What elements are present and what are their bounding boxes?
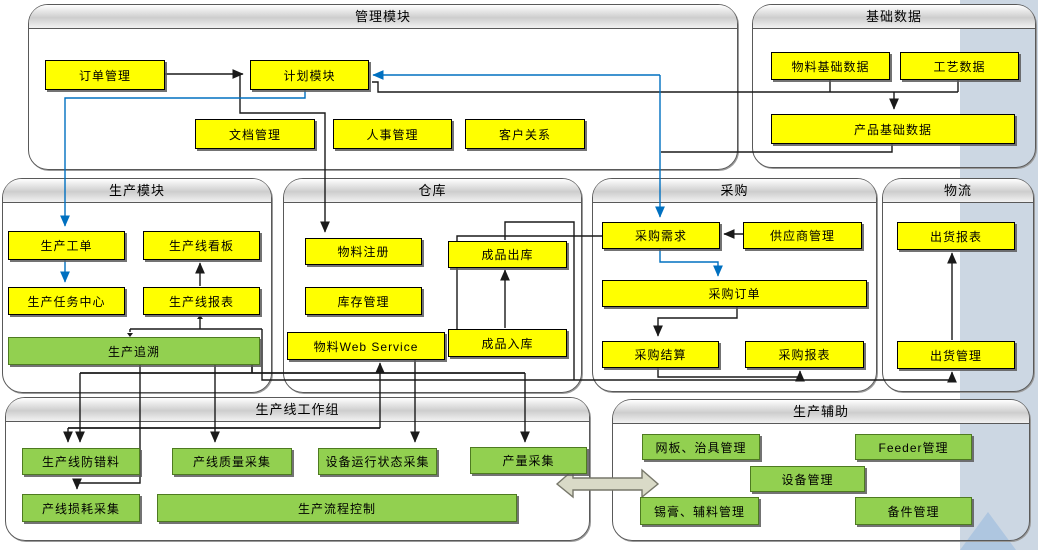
box-order-mgmt: 订单管理	[45, 60, 165, 90]
box-feeder-mgmt: Feeder管理	[855, 434, 972, 460]
panel-warehouse-title: 仓库	[284, 179, 581, 203]
box-output-collect: 产量采集	[470, 447, 587, 474]
box-customer-relations: 客户关系	[465, 119, 585, 149]
box-supplier-mgmt: 供应商管理	[743, 222, 862, 249]
box-production-workorder: 生产工单	[8, 231, 125, 260]
box-line-loss-collect: 产线损耗采集	[22, 494, 140, 522]
box-equipment-mgmt: 设备管理	[750, 466, 865, 492]
box-solder-paste-mgmt: 锡膏、辅料管理	[640, 497, 759, 525]
wire-plan-to-workorder	[60, 88, 306, 227]
panel-production-aux: 生产辅助	[612, 399, 1030, 541]
wire-basedata-to-plan	[372, 78, 959, 93]
box-purchase-demand: 采购需求	[602, 222, 720, 249]
box-doc-mgmt: 文档管理	[195, 119, 315, 149]
box-plan-module: 计划模块	[250, 60, 369, 90]
box-process-control: 生产流程控制	[157, 494, 517, 522]
box-shipping-mgmt: 出货管理	[897, 341, 1015, 369]
panel-purchase: 采购	[592, 178, 877, 392]
box-hr-mgmt: 人事管理	[333, 119, 452, 149]
panel-line-workgroup: 生产线工作组	[5, 397, 590, 541]
box-line-kanban: 生产线看板	[143, 231, 260, 260]
panel-purchase-title: 采购	[593, 179, 876, 203]
box-finished-inbound: 成品入库	[448, 329, 567, 357]
wire-trace-to-loss-collect	[72, 363, 141, 490]
box-process-data: 工艺数据	[900, 52, 1019, 80]
box-finished-outbound: 成品出库	[448, 241, 567, 268]
wire-settlement-to-report	[657, 366, 805, 382]
box-shipping-report: 出货报表	[897, 222, 1015, 250]
panel-logistics: 物流	[882, 178, 1034, 392]
panel-management: 管理模块	[28, 4, 738, 170]
panel-line-workgroup-title: 生产线工作组	[6, 398, 589, 422]
wire-demand-to-purchase-order	[659, 248, 723, 277]
box-production-task-center: 生产任务中心	[8, 287, 125, 315]
box-purchase-order: 采购订单	[602, 280, 867, 307]
box-material-register: 物料注册	[305, 238, 422, 265]
box-stencil-fixture-mgmt: 网板、治具管理	[642, 434, 760, 460]
wire-plan-to-material-register	[239, 74, 330, 233]
wire-trace-report-shipping	[129, 318, 953, 381]
box-purchase-settlement: 采购结算	[602, 341, 719, 368]
wire-order-to-settlement	[653, 305, 738, 337]
box-line-quality-collect: 产线质量采集	[172, 448, 292, 475]
box-spare-parts-mgmt: 备件管理	[855, 497, 972, 525]
box-equipment-status-collect: 设备运行状态采集	[318, 448, 437, 475]
wire-outbound-bracket	[504, 221, 575, 380]
box-line-report: 生产线报表	[143, 287, 260, 315]
panel-warehouse: 仓库	[283, 178, 582, 393]
panel-production: 生产模块	[2, 178, 272, 393]
box-line-error-proof: 生产线防错料	[22, 448, 140, 475]
double-arrow-workgroup-aux	[555, 468, 660, 499]
panel-production-title: 生产模块	[3, 179, 271, 203]
panel-production-aux-title: 生产辅助	[613, 400, 1029, 424]
panel-management-title: 管理模块	[29, 5, 737, 29]
box-purchase-report: 采购报表	[745, 341, 864, 368]
box-inventory-mgmt: 库存管理	[305, 287, 422, 315]
box-product-base-data: 产品基础数据	[771, 114, 1015, 144]
panel-base-data-title: 基础数据	[753, 5, 1035, 29]
wire-product-data-to-purchase-demand	[661, 142, 893, 153]
box-material-web-service: 物料Web Service	[287, 332, 445, 360]
panel-base-data: 基础数据	[752, 4, 1036, 168]
box-production-trace: 生产追溯	[8, 337, 260, 365]
box-material-base-data: 物料基础数据	[771, 52, 890, 80]
panel-logistics-title: 物流	[883, 179, 1033, 203]
background-band	[960, 0, 1038, 550]
